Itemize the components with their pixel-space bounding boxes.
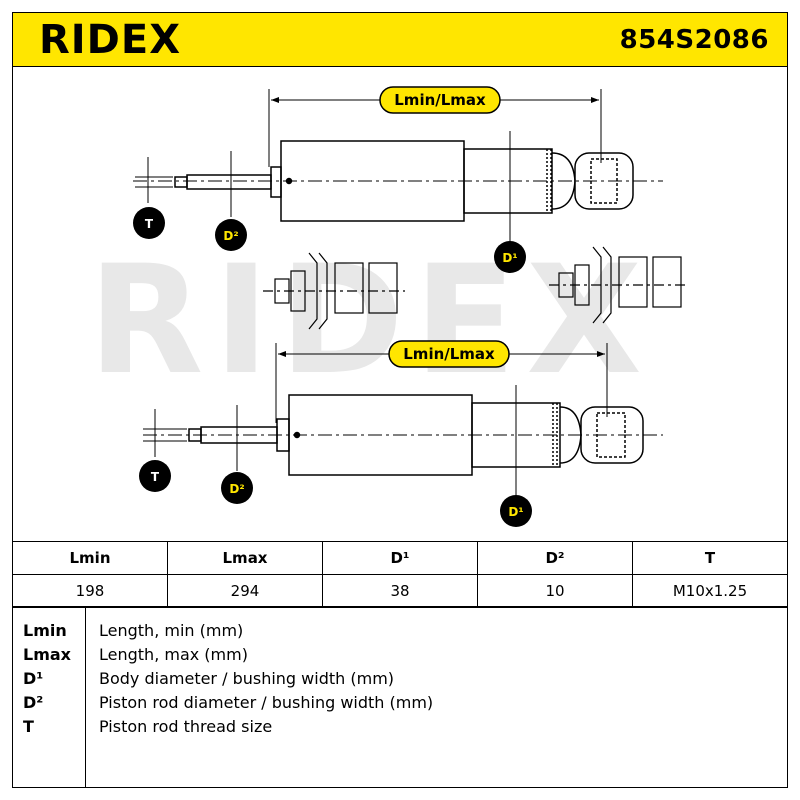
specs-value-lmin: 198 [12,574,168,608]
specs-header-d2: D² [477,541,633,575]
d1-badge-top [494,241,526,273]
technical-drawing: RIDEX [12,67,788,541]
brand-logo: RIDEX [39,17,182,63]
part-number: 854S2086 [619,25,769,55]
d1-badge-bottom [500,495,532,527]
d2-badge-bottom [221,472,253,504]
specs-header-d1: D¹ [322,541,478,575]
legend-row-lmin: Lmin Length, min (mm) [13,619,787,643]
legend-box: Lmin Length, min (mm) Lmax Length, max (… [12,606,788,788]
d2-badge-top-label: D² [223,229,238,243]
legend-desc: Piston rod diameter / bushing width (mm) [99,693,434,712]
legend-row-d2: D² Piston rod diameter / bushing width (… [13,691,787,715]
specs-value-d2: 10 [477,574,633,608]
legend-row-lmax: Lmax Length, max (mm) [13,643,787,667]
legend-key: D² [23,693,44,712]
specs-value-lmax: 294 [167,574,323,608]
legend-desc: Body diameter / bushing width (mm) [99,669,395,688]
t-badge-bottom-label: T [151,470,160,484]
legend-desc: Length, max (mm) [99,645,248,664]
lmin-lmax-label-bottom-bg [388,340,510,368]
lmin-lmax-label-top: Lmin/Lmax [394,91,486,109]
t-badge-bottom [139,460,171,492]
legend-key: D¹ [23,669,44,688]
specs-header-row: Lmin Lmax D¹ D² T [12,541,788,575]
specs-header-lmax: Lmax [167,541,323,575]
legend-desc: Length, min (mm) [99,621,244,640]
legend-key: T [23,717,34,736]
specs-value-row: 198 294 38 10 M10x1.25 [12,574,788,608]
lmin-lmax-label-bottom: Lmin/Lmax [403,345,495,363]
lmin-lmax-label-top-bg [379,86,501,114]
legend-key: Lmin [23,621,67,640]
d2-badge-top [215,219,247,251]
header-bar: RIDEX 854S2086 [12,12,788,67]
d2-badge-bottom-label: D² [229,482,244,496]
specs-value-t: M10x1.25 [632,574,788,608]
drawing-canvas: RIDEX [88,86,689,527]
specs-header-t: T [632,541,788,575]
legend-key: Lmax [23,645,71,664]
t-badge-top [133,207,165,239]
specs-header-lmin: Lmin [12,541,168,575]
d1-badge-bottom-label: D¹ [508,505,523,519]
legend-divider [85,607,86,787]
d1-badge-top-label: D¹ [502,251,517,265]
t-badge-top-label: T [145,217,154,231]
specs-table: Lmin Lmax D¹ D² T 198 294 38 10 M10x1.25 [12,541,788,608]
legend-row-d1: D¹ Body diameter / bushing width (mm) [13,667,787,691]
legend-desc: Piston rod thread size [99,717,273,736]
legend-row-t: T Piston rod thread size [13,715,787,739]
specs-value-d1: 38 [322,574,478,608]
watermark-text: RIDEX [88,234,652,408]
